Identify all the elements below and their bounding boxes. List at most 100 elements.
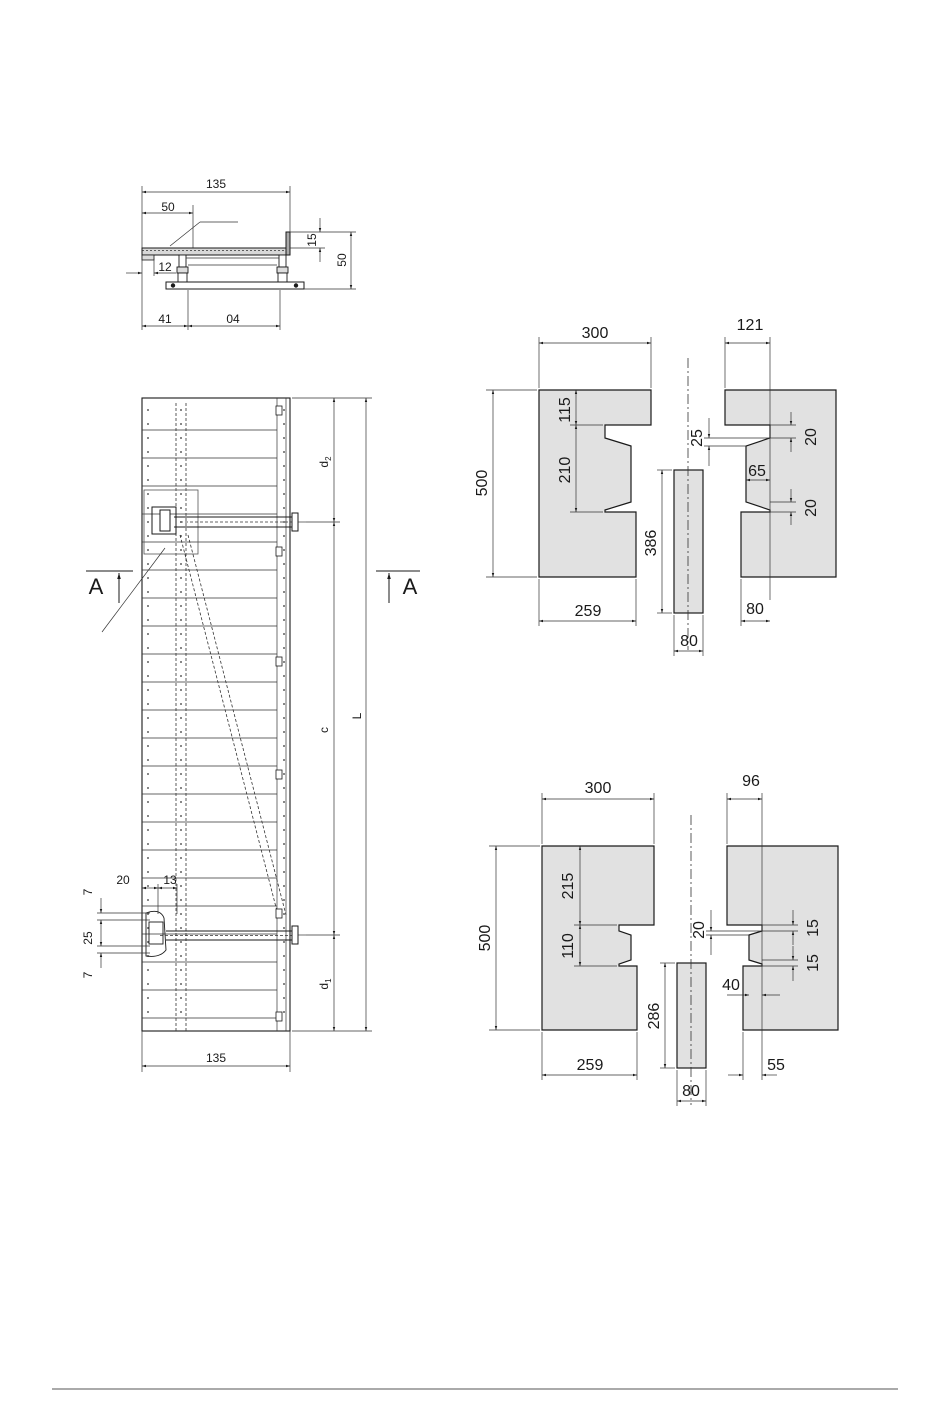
fixing-dot	[283, 535, 285, 537]
fixing-dot	[180, 773, 182, 775]
top-plan-view: 135 50 15 50	[126, 177, 356, 330]
upper-dim-20-top: 20	[803, 428, 820, 446]
fixing-dot	[283, 409, 285, 411]
upper-dim-20-bottom: 20	[803, 499, 820, 517]
fixing-dot	[283, 507, 285, 509]
fixing-dot	[283, 745, 285, 747]
fixing-dot	[283, 857, 285, 859]
fixing-dot	[147, 409, 149, 411]
fixing-dot	[180, 437, 182, 439]
dim-135-bottom: 135	[206, 1051, 226, 1065]
upper-left-block	[539, 390, 651, 577]
fixing-dot	[283, 703, 285, 705]
fixing-dot	[147, 969, 149, 971]
dim-7-bottom: 7	[81, 971, 95, 978]
fixing-dot	[147, 815, 149, 817]
fixing-dot	[180, 535, 182, 537]
fixing-dot	[180, 549, 182, 551]
fixing-dot	[283, 717, 285, 719]
fixing-dot	[283, 521, 285, 523]
fixing-dot	[147, 731, 149, 733]
fixing-dot	[283, 661, 285, 663]
top-dim-15: 15	[305, 233, 319, 247]
lower-right-block	[727, 846, 838, 1030]
svg-text:d2: d2	[317, 456, 333, 468]
fixing-dot	[147, 549, 149, 551]
lower-dim-500: 500	[477, 925, 494, 952]
top-dim-04: 04	[226, 312, 240, 326]
fixing-dot	[180, 927, 182, 929]
fixing-dot	[180, 843, 182, 845]
fixing-dot	[147, 689, 149, 691]
fixing-dot	[283, 605, 285, 607]
fixing-dot	[283, 885, 285, 887]
upper-dim-80-center: 80	[680, 633, 698, 650]
fixing-dot	[180, 801, 182, 803]
fixing-dot	[180, 577, 182, 579]
fixing-dot	[180, 675, 182, 677]
fixing-dot	[180, 479, 182, 481]
fixing-dot	[180, 969, 182, 971]
lower-dim-15-top: 15	[805, 919, 822, 937]
fixing-dot	[180, 409, 182, 411]
lower-dim-80-center: 80	[682, 1083, 700, 1100]
upper-dim-65: 65	[748, 463, 766, 480]
fixing-dot	[283, 815, 285, 817]
lower-dim-259: 259	[577, 1057, 604, 1074]
fixing-dot	[147, 983, 149, 985]
fixing-dot	[180, 647, 182, 649]
fixing-dot	[180, 759, 182, 761]
fixing-dot	[283, 927, 285, 929]
edge-bracket	[276, 657, 282, 666]
fixing-dot	[180, 563, 182, 565]
fixing-dot	[147, 843, 149, 845]
upper-dim-259: 259	[575, 603, 602, 620]
fixing-dot	[147, 773, 149, 775]
fixing-dot	[180, 745, 182, 747]
fixing-dot	[180, 493, 182, 495]
fixing-dot	[180, 829, 182, 831]
fixing-dot	[180, 731, 182, 733]
fixing-dot	[180, 703, 182, 705]
dim-d1-sub: 1	[324, 978, 333, 983]
fixing-dot	[283, 829, 285, 831]
fixing-dot	[147, 605, 149, 607]
fixing-dot	[147, 591, 149, 593]
fixing-dot	[147, 633, 149, 635]
fixing-dot	[283, 689, 285, 691]
fixing-dot	[283, 997, 285, 999]
fixing-dot	[147, 829, 149, 831]
fixing-dot	[180, 633, 182, 635]
fixing-dot	[180, 983, 182, 985]
fixing-dot	[147, 787, 149, 789]
top-dim-12: 12	[158, 260, 172, 274]
edge-bracket	[276, 406, 282, 415]
fixing-dot	[180, 465, 182, 467]
fixing-dot	[283, 899, 285, 901]
fixing-dot	[147, 857, 149, 859]
fixing-dot	[283, 675, 285, 677]
edge-bracket	[276, 770, 282, 779]
lower-dim-20: 20	[691, 921, 708, 939]
fixing-dot	[283, 955, 285, 957]
lower-dim-55: 55	[767, 1057, 785, 1074]
fixing-dot	[180, 591, 182, 593]
fixing-dot	[147, 913, 149, 915]
upper-center-plank	[674, 470, 703, 613]
fixing-dot	[180, 997, 182, 999]
fixing-dot	[147, 647, 149, 649]
fixing-dot	[283, 801, 285, 803]
fixing-dot	[147, 465, 149, 467]
dim-25: 25	[81, 931, 95, 945]
fixing-dot	[283, 493, 285, 495]
lower-dim-300: 300	[585, 780, 612, 797]
fixing-dot	[180, 605, 182, 607]
fixing-dot	[283, 451, 285, 453]
fixing-dot	[180, 913, 182, 915]
fixing-dot	[147, 759, 149, 761]
upper-dim-210: 210	[557, 457, 574, 484]
upper-dim-300: 300	[582, 325, 609, 342]
fixing-dot	[283, 1011, 285, 1013]
dim-d2: d	[317, 461, 331, 468]
